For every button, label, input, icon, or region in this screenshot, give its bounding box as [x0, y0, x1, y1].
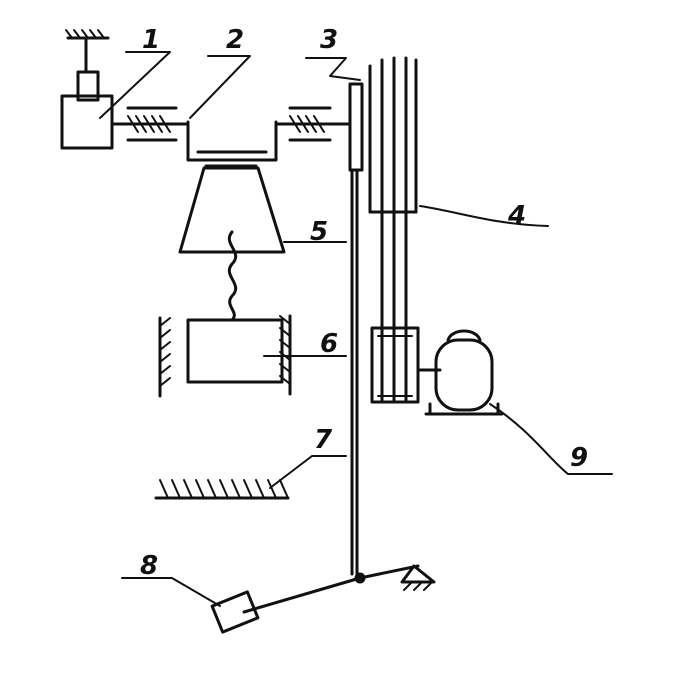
label-1: 1 — [142, 25, 160, 55]
component-1-support-block — [60, 29, 188, 150]
label-8: 8 — [140, 551, 158, 581]
label-4: 4 — [507, 201, 526, 231]
component-9-motor — [416, 329, 504, 416]
label-5: 5 — [310, 217, 328, 247]
component-4-cable-bundle — [368, 56, 420, 404]
part-labels: 1 2 3 4 5 6 7 8 9 — [140, 25, 588, 581]
label-2: 2 — [226, 25, 244, 55]
component-2-cup-housing — [186, 106, 352, 162]
label-7: 7 — [314, 425, 333, 455]
leader-lines — [99, 51, 613, 607]
label-3: 3 — [320, 25, 338, 55]
vertical-column — [348, 82, 364, 580]
component-5-bell — [178, 164, 286, 254]
component-8-lever — [210, 564, 436, 634]
twisted-cord — [227, 230, 238, 322]
component-7-ground — [154, 479, 290, 500]
label-6: 6 — [320, 329, 338, 359]
label-9: 9 — [570, 443, 588, 473]
